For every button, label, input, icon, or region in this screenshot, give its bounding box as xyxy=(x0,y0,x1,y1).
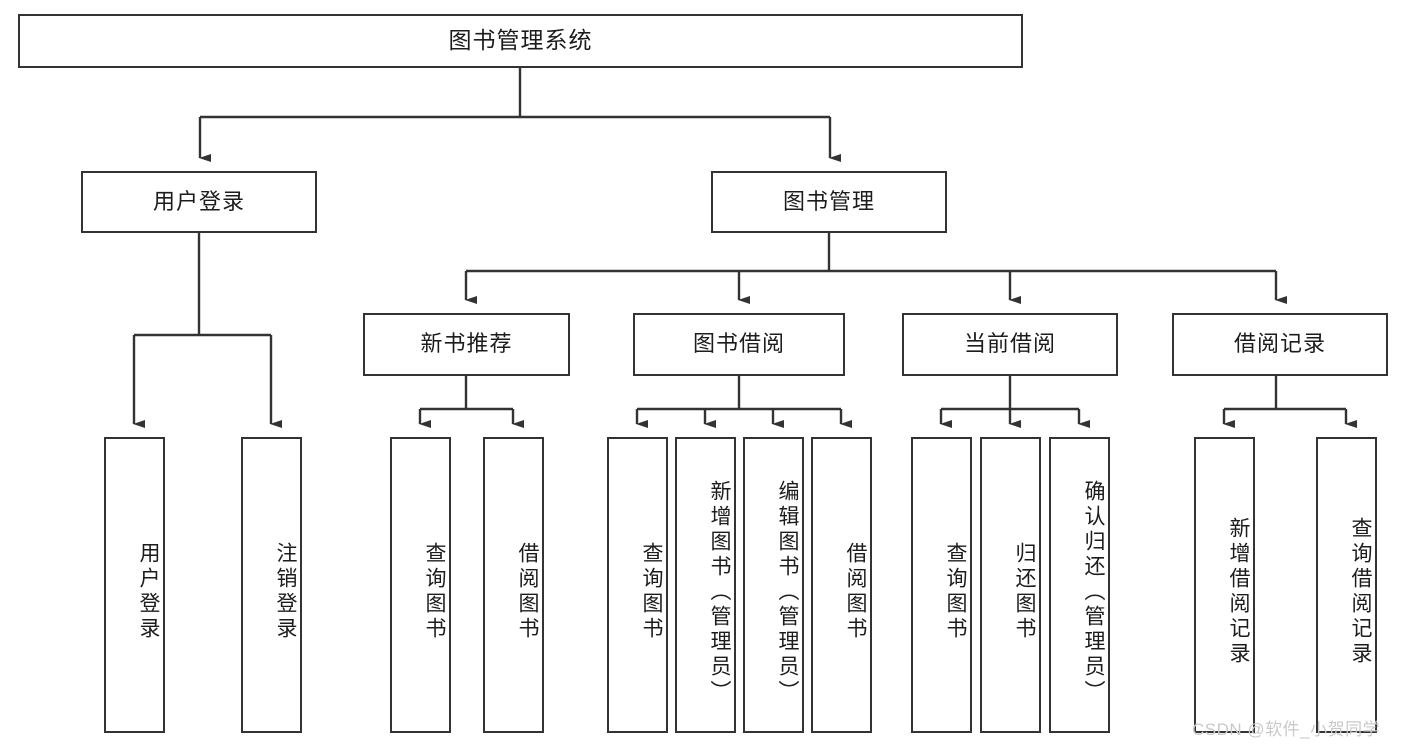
node-root-system[interactable]: 图书管理系统 xyxy=(18,14,1023,68)
leaf-current-return-book[interactable]: 归还图书 xyxy=(980,437,1041,733)
node-book-borrow[interactable]: 图书借阅 xyxy=(633,313,845,376)
leaf-records-query-record[interactable]: 查询借阅记录 xyxy=(1316,437,1377,733)
leaf-records-add-record[interactable]: 新增借阅记录 xyxy=(1194,437,1255,733)
node-borrow-records[interactable]: 借阅记录 xyxy=(1172,313,1388,376)
node-user-login[interactable]: 用户登录 xyxy=(81,171,317,233)
node-book-management[interactable]: 图书管理 xyxy=(711,171,947,233)
node-label: 查询图书 xyxy=(640,542,663,642)
leaf-borrow-borrow-book[interactable]: 借阅图书 xyxy=(811,437,872,733)
leaf-borrow-edit-book-admin[interactable]: 编辑图书（管理员） xyxy=(743,437,804,733)
node-new-book-recommend[interactable]: 新书推荐 xyxy=(363,313,570,376)
leaf-user-login-signout[interactable]: 注销登录 xyxy=(241,437,302,733)
leaf-borrow-add-book-admin[interactable]: 新增图书（管理员） xyxy=(675,437,736,733)
node-label: 图书借阅 xyxy=(692,331,785,357)
node-label: 借阅图书 xyxy=(844,542,867,642)
leaf-new-book-query[interactable]: 查询图书 xyxy=(390,437,451,733)
node-label: 查询图书 xyxy=(944,542,967,642)
leaf-user-login-signin[interactable]: 用户登录 xyxy=(104,437,165,733)
node-label: 查询图书 xyxy=(423,542,446,642)
node-label: 查询借阅记录 xyxy=(1349,517,1372,667)
node-label: 新增借阅记录 xyxy=(1227,517,1250,667)
node-label: 用户登录 xyxy=(137,542,160,642)
node-label: 编辑图书（管理员） xyxy=(776,479,799,705)
node-label: 当前借阅 xyxy=(963,331,1056,357)
node-label: 借阅记录 xyxy=(1233,331,1326,357)
node-label: 注销登录 xyxy=(274,542,297,642)
node-current-borrow[interactable]: 当前借阅 xyxy=(902,313,1118,376)
node-label: 图书管理系统 xyxy=(448,27,593,54)
leaf-current-confirm-return-admin[interactable]: 确认归还（管理员） xyxy=(1049,437,1110,733)
node-label: 新书推荐 xyxy=(420,331,513,357)
node-label: 归还图书 xyxy=(1013,542,1036,642)
node-label: 新增图书（管理员） xyxy=(708,479,731,705)
node-label: 图书管理 xyxy=(782,188,875,214)
csdn-watermark: CSDN @软件_小贺同学 xyxy=(1192,720,1381,739)
node-label: 借阅图书 xyxy=(516,542,539,642)
leaf-new-book-borrow[interactable]: 借阅图书 xyxy=(483,437,544,733)
node-label: 确认归还（管理员） xyxy=(1082,479,1105,705)
node-label: 用户登录 xyxy=(152,188,245,214)
leaf-borrow-query-book[interactable]: 查询图书 xyxy=(607,437,668,733)
leaf-current-query-book[interactable]: 查询图书 xyxy=(911,437,972,733)
